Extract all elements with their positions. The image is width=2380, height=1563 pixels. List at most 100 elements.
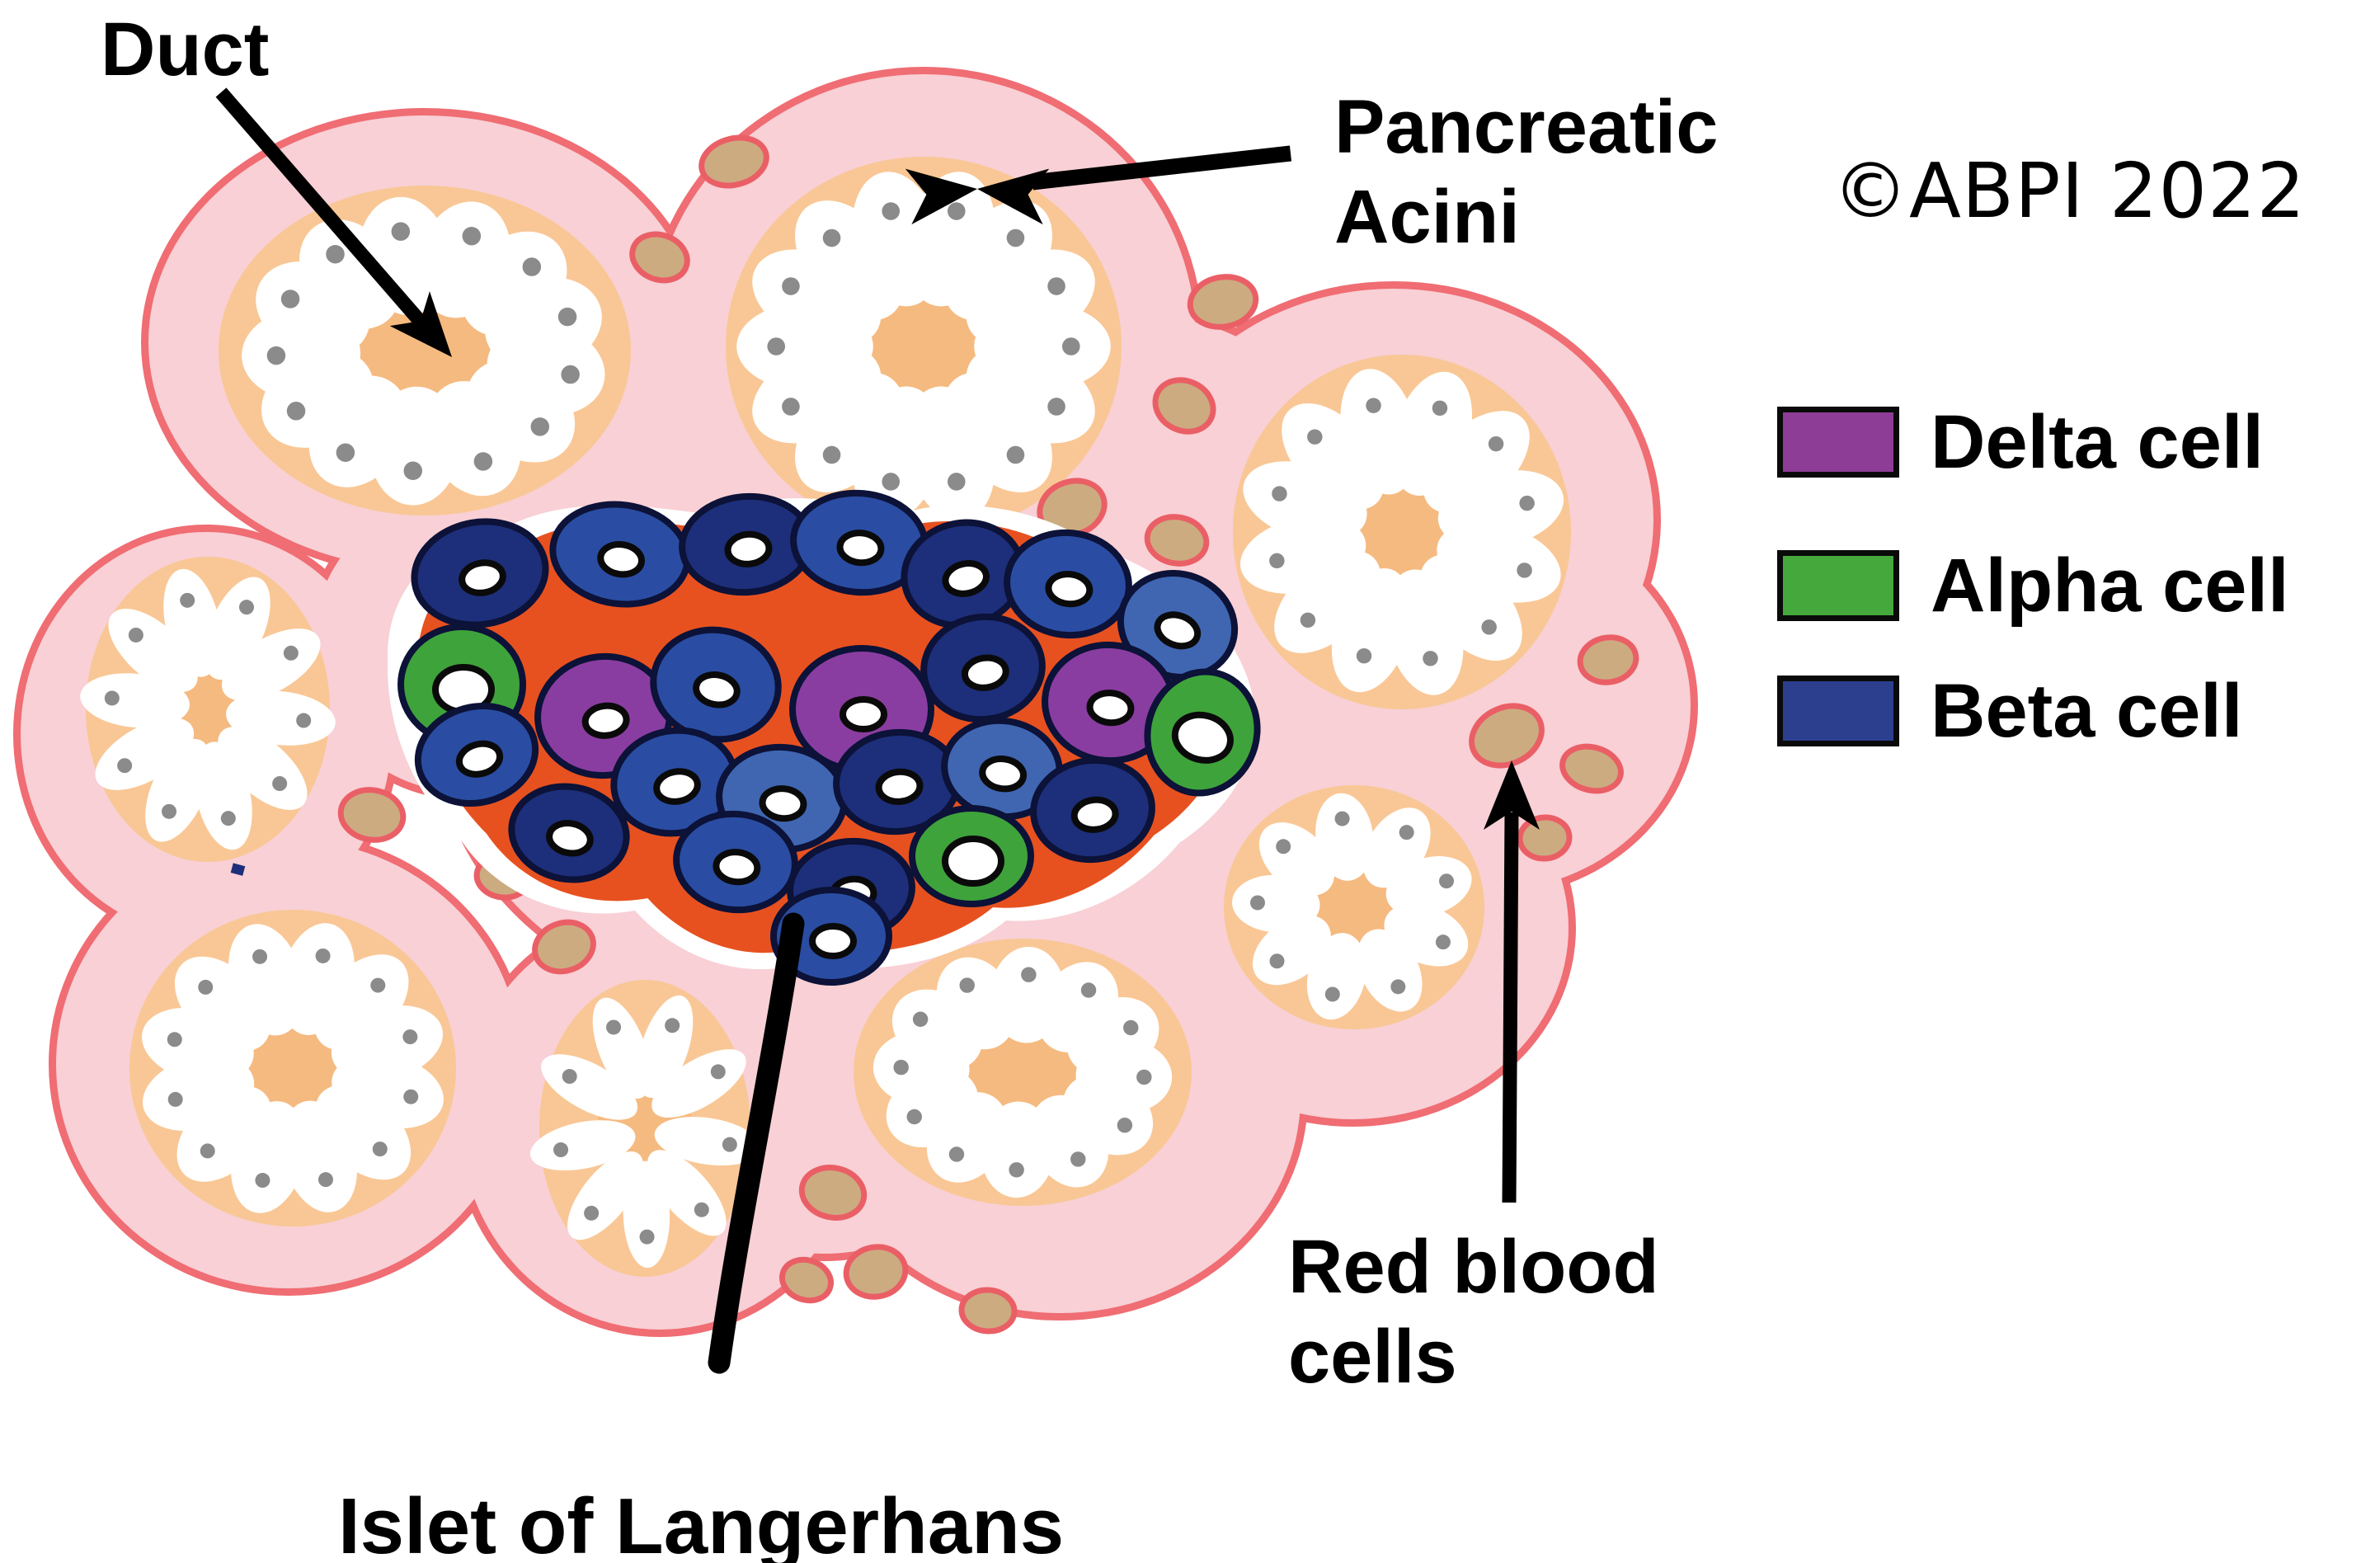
beta-cell [411,518,549,628]
alpha-cell-nucleus [1171,711,1234,764]
beta-cell-nucleus [653,768,701,805]
acinar-cell-nucleus [104,690,120,706]
red-blood-cell [1517,814,1573,862]
acinar-cell-nucleus [117,758,133,774]
red-blood-cell [629,231,690,284]
acinar-cell-nucleus [665,1018,680,1033]
pancreatic-acini-arrow [905,145,1292,225]
acinar-cell-nucleus [959,977,975,993]
acinar-cell-nucleus [180,592,195,608]
acinar-cell-nucleus [315,948,331,963]
acinar-cell-nucleus [1300,612,1316,628]
acinar-cell-nucleus [200,1143,215,1159]
acinar-cell-nucleus [1435,935,1451,950]
acinar-cell [218,726,308,810]
beta-cell-nucleus [546,820,594,857]
red-blood-cells-group [337,134,1639,1335]
acinar-cell-nucleus [403,461,422,481]
acinar-cell [966,249,1095,348]
acinar-cell-nucleus [1481,619,1497,635]
acinar-cell-nucleus [782,277,800,295]
red-blood-cell [1469,703,1545,769]
beta-cell [833,728,962,836]
beta-cell-nucleus [979,756,1028,793]
acinus [529,980,761,1277]
acinar-cell-nucleus [403,1089,419,1104]
beta-cell [508,783,630,883]
delta-cell-nucleus [840,696,887,732]
legend-item-beta-cell: Beta cell [1777,669,2242,753]
acinar-cell-nucleus [530,417,550,436]
acinar-cell-nucleus [1070,1151,1086,1167]
pancreatic-acini-label-line1: Pancreatic [1334,85,1719,169]
delta-cell-nucleus [1086,690,1135,727]
acinar-cell [485,277,602,371]
acinar-cell-nucleus [1272,486,1287,501]
red-blood-cell [1187,274,1259,330]
acinar-cell-nucleus [562,1069,577,1085]
red-blood-cell [532,919,596,975]
pancreatic-acini-label: Pancreatic Acini [1334,82,1718,261]
acinar-cell-nucleus [1047,277,1065,295]
beta-cell [549,501,691,608]
acinar-cell-nucleus [1334,811,1350,826]
acinar-cell-nucleus [1009,1162,1024,1178]
acinar-cell-nucleus [722,1137,737,1152]
acinar-cell-nucleus [1423,651,1438,666]
acinar-cell-nucleus [167,1032,182,1047]
acinar-cell-nucleus [1519,495,1535,511]
acinar-cell [1258,822,1335,896]
beta-cell-nucleus [693,671,741,709]
acinar-cell-nucleus [296,713,312,728]
acinar-cell-nucleus [561,365,580,384]
beta-cell-nucleus [961,654,1009,691]
acinar-cell-nucleus [336,443,355,462]
acinar-cell-nucleus [255,1173,270,1189]
red-blood-cells-label-line1: Red blood [1288,1225,1659,1309]
acinar-cell [331,1005,443,1081]
acinus [129,910,456,1226]
beta-cell-nucleus [459,559,506,596]
red-blood-cells-label: Red blood cells [1288,1222,1659,1401]
acinar-cell-nucleus [252,949,268,964]
acinar-cell-nucleus [522,257,542,276]
acinar-cell-nucleus [402,1029,418,1045]
red-blood-cells-label-line2: cells [1288,1314,1457,1399]
acinar-cell-nucleus [1366,398,1381,413]
acinar-cell-nucleus [1399,825,1414,840]
acinar-cell-nucleus [1006,228,1025,247]
acinar-cell-nucleus [473,452,493,471]
acinar-cell [108,609,198,693]
acinar-cell-nucleus [694,1202,709,1217]
acinar-cell-nucleus [782,398,800,416]
red-blood-cells-arrow [1484,760,1540,1203]
delta-cell-nucleus [581,702,630,739]
acinar-cell-nucleus [1390,979,1406,995]
beta-cell-nucleus [713,849,761,886]
acinar-cell-nucleus [606,1019,622,1035]
beta-cell [790,489,929,596]
beta-cell-nucleus [455,740,504,778]
acinar-cell-nucleus [1047,398,1065,416]
alpha-cell [1144,668,1261,797]
delta-cell-label: Delta cell [1931,399,2264,484]
acinar-cell-nucleus [822,445,841,464]
acinar-cell-nucleus [1123,1019,1139,1036]
acinar-cell-nucleus [948,1146,965,1162]
alpha-cell-swatch [1777,550,1899,621]
acinar-cell-nucleus [462,226,482,246]
beta-cell-nucleus [759,785,807,822]
red-blood-cell [779,1256,834,1304]
beta-cell [610,727,739,837]
acinar-cell-nucleus [1136,1069,1152,1085]
alpha-cell [909,805,1034,907]
acinar-cell-nucleus [710,1064,726,1080]
acinar-cell-nucleus [1356,647,1372,664]
alpha-cell-nucleus [942,836,1004,887]
acinar-cell [1066,996,1159,1077]
copyright-text: ©ABPI 2022 [1832,147,2307,235]
acinus [1233,355,1571,709]
beta-cell-swatch [1777,676,1899,746]
